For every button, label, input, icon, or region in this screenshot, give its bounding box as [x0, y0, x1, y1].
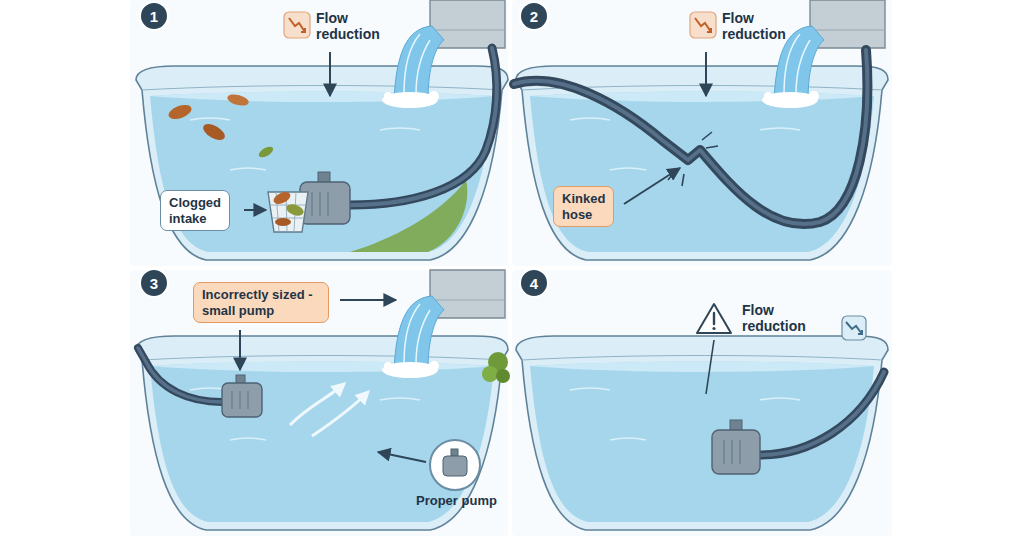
- leader-arrow: [329, 52, 331, 96]
- callout-number: 1: [150, 9, 158, 24]
- pump-hose: [350, 48, 497, 205]
- panel-four-scene: [516, 304, 888, 530]
- panel-backgrounds: [130, 0, 508, 266]
- pump: [300, 182, 350, 224]
- proper-pump-icon: [430, 440, 480, 490]
- kinked-hose: [514, 50, 867, 224]
- panel-two-scene: [516, 66, 888, 260]
- callout-text: Kinked hose: [562, 191, 605, 222]
- panel-three-scene: [382, 270, 505, 378]
- number-badge: 1: [139, 1, 169, 31]
- clogged-basket: [272, 190, 293, 207]
- small-pump: [232, 391, 248, 409]
- callout-number: 2: [530, 9, 538, 24]
- panel-one-scene: [136, 0, 508, 260]
- leader-arrow: [378, 452, 426, 462]
- callout-text: Incorrectly sized - small pump: [202, 287, 320, 318]
- floating-leaves: [167, 92, 275, 159]
- flow-down-icon: [842, 316, 866, 340]
- clogged-basket: [285, 202, 305, 218]
- small-pump: [222, 383, 262, 417]
- panel-backgrounds: [130, 0, 892, 536]
- leader-arrow: [340, 299, 396, 301]
- proper-pump-icon: [443, 456, 467, 476]
- clogged-basket: [268, 190, 308, 232]
- warning-icon: [697, 304, 731, 333]
- leader-arrow: [239, 330, 241, 370]
- floating-leaves: [257, 145, 275, 160]
- panel-one-scene: [350, 48, 497, 205]
- panel-one-scene: [284, 12, 310, 38]
- flow-down-icon: [846, 322, 862, 334]
- status-label: Flow reduction: [742, 302, 806, 334]
- pump: [724, 440, 740, 464]
- garden-bush: [482, 366, 498, 382]
- callout-text: Clogged intake: [169, 195, 221, 226]
- callout-number: 4: [530, 276, 538, 291]
- callout-box: Incorrectly sized - small pump: [193, 282, 329, 323]
- panel-backgrounds: [512, 0, 892, 266]
- panel-four-scene: [516, 336, 888, 530]
- panel-backgrounds: [512, 270, 892, 536]
- number-badge: 2: [519, 1, 549, 31]
- small-pump: [222, 375, 262, 417]
- floating-leaves: [167, 102, 194, 121]
- leader-arrow: [624, 168, 680, 204]
- warning-icon: [713, 313, 715, 324]
- callout-box: Kinked hose: [553, 186, 614, 227]
- pump: [712, 420, 760, 474]
- pump: [312, 192, 328, 216]
- flow-down-icon: [842, 316, 866, 340]
- panel-two-scene: [514, 0, 888, 260]
- garden-bush: [482, 352, 510, 383]
- panel-one-scene: [136, 66, 508, 260]
- flow-down-icon: [858, 330, 862, 334]
- kink-marks: [668, 132, 718, 186]
- panel-three-scene: [136, 270, 510, 530]
- pump-hose: [760, 372, 884, 455]
- garden-bush: [496, 369, 510, 383]
- pump-hose: [138, 348, 222, 402]
- panel-backgrounds: [130, 270, 508, 536]
- panel-three-scene: [138, 348, 222, 402]
- floating-leaves: [226, 92, 250, 107]
- panel-two-scene: [690, 12, 716, 38]
- status-label: Flow reduction: [316, 10, 380, 42]
- number-badge: 3: [139, 268, 169, 298]
- number-badge: 4: [519, 268, 549, 298]
- caption-label: Proper pump: [416, 494, 497, 509]
- warning-icon: [712, 327, 715, 330]
- callout-number: 3: [150, 276, 158, 291]
- panel-four-scene: [760, 372, 884, 455]
- panel-one-scene: [382, 0, 505, 108]
- clogged-basket: [275, 218, 291, 226]
- callout-box: Clogged intake: [160, 190, 230, 231]
- status-label: Flow reduction: [722, 10, 786, 42]
- pump: [712, 430, 760, 474]
- proper-pump-icon: [451, 449, 458, 456]
- panel-two-scene: [514, 50, 867, 224]
- leader-arrow: [705, 52, 707, 96]
- panel-three-scene: [136, 336, 508, 530]
- warning-icon: [697, 304, 731, 333]
- leader-arrow: [244, 209, 266, 211]
- leader-line: [706, 340, 714, 394]
- floating-leaves: [201, 121, 228, 143]
- proper-pump-icon: [430, 440, 480, 490]
- flow-swirl: [312, 392, 368, 436]
